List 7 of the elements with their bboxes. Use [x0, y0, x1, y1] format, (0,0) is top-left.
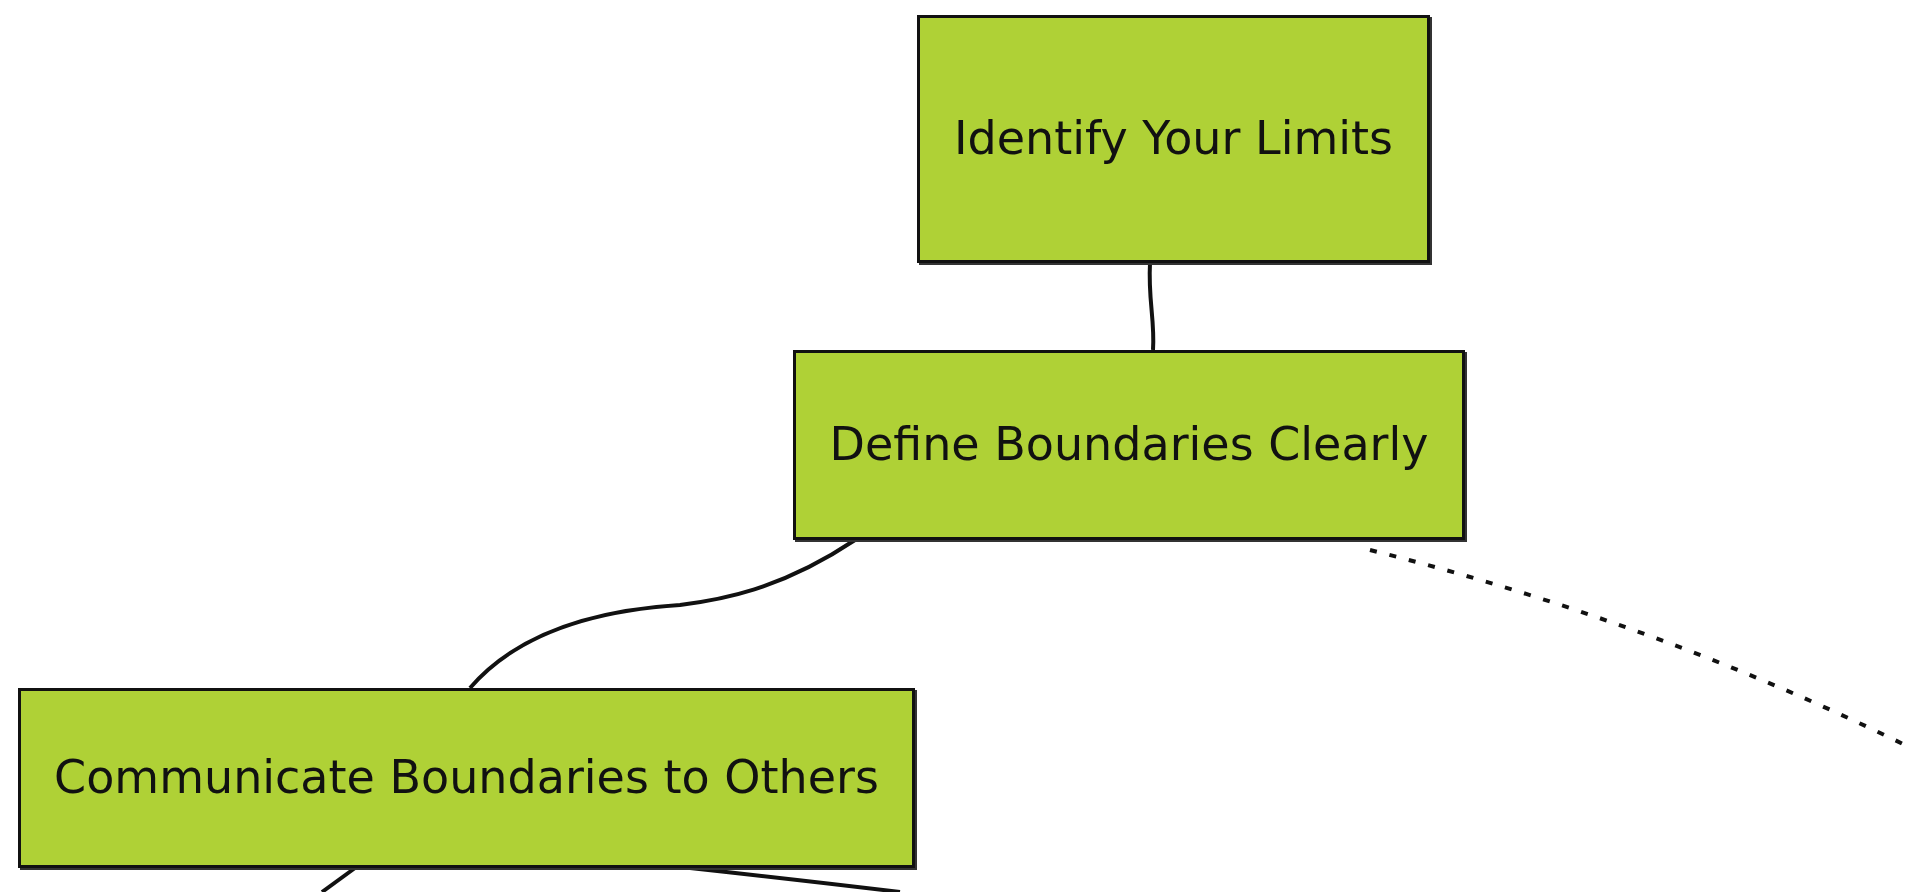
box-label: Define Boundaries Clearly: [828, 416, 1430, 474]
process-box: [793, 350, 1465, 540]
connector-line: [1147, 262, 1156, 351]
box-label: Identify Your Limits: [952, 110, 1395, 168]
process-box: [917, 15, 1430, 263]
process-box: [18, 688, 915, 868]
box-label: Communicate Boundaries to Others: [53, 749, 880, 807]
